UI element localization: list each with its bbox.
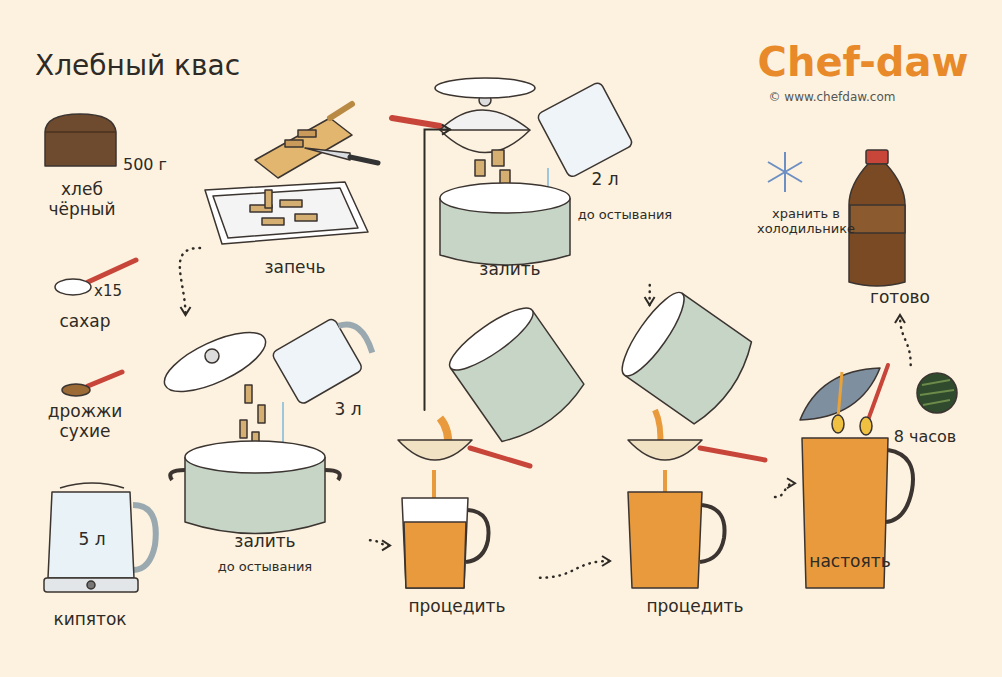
ingredient-label: © www.chefdaw.com [769,91,896,105]
step-caption: до остывания [218,560,312,575]
dotted-arrow [180,248,200,315]
dotted-arrow [540,561,610,578]
ingredient-label: дрожжи сухие [45,402,125,441]
step-caption: настоять [809,552,890,572]
recipe-step: 2 л залить до остывания [450,75,685,285]
ingredient-label: кипяток [53,610,126,630]
dotted-arrow [648,285,651,305]
ingredient-label: x15 [94,283,122,300]
recipe-step: процедить [390,410,540,625]
dotted-arrow [775,483,795,497]
step-caption: залить [234,532,295,552]
recipe-step: 3 л залить до остывания [165,315,370,580]
step-caption: процедить [408,597,505,617]
recipe-step: процедить [610,305,775,625]
step-caption: процедить [646,597,743,617]
step-caption: 8 часов [894,428,957,446]
recipe-step: готово [845,150,955,315]
step-caption: до остывания [578,208,672,223]
step-caption: 2 л [591,170,618,190]
step-caption: 3 л [334,400,361,420]
ingredient-label: хлеб чёрный [47,180,117,219]
recipe-step: 8 часов настоять [795,365,960,580]
ingredient-label: Chef-daw [758,39,969,85]
flow-arrow [425,130,451,410]
dotted-arrow [370,540,390,545]
dotted-arrow [900,315,911,365]
step-caption: залить [479,260,540,280]
ingredient-label: 5 л [78,530,105,550]
step-caption: запечь [264,258,325,278]
step-caption: готово [870,288,930,308]
ingredient-label: 500 г [123,156,167,174]
ingredient-label: хранить в холодильнике [749,207,864,237]
diagram-title: Хлебный квас [35,50,240,82]
ingredient-label: сахар [59,312,110,332]
recipe-step: запечь [200,100,375,285]
